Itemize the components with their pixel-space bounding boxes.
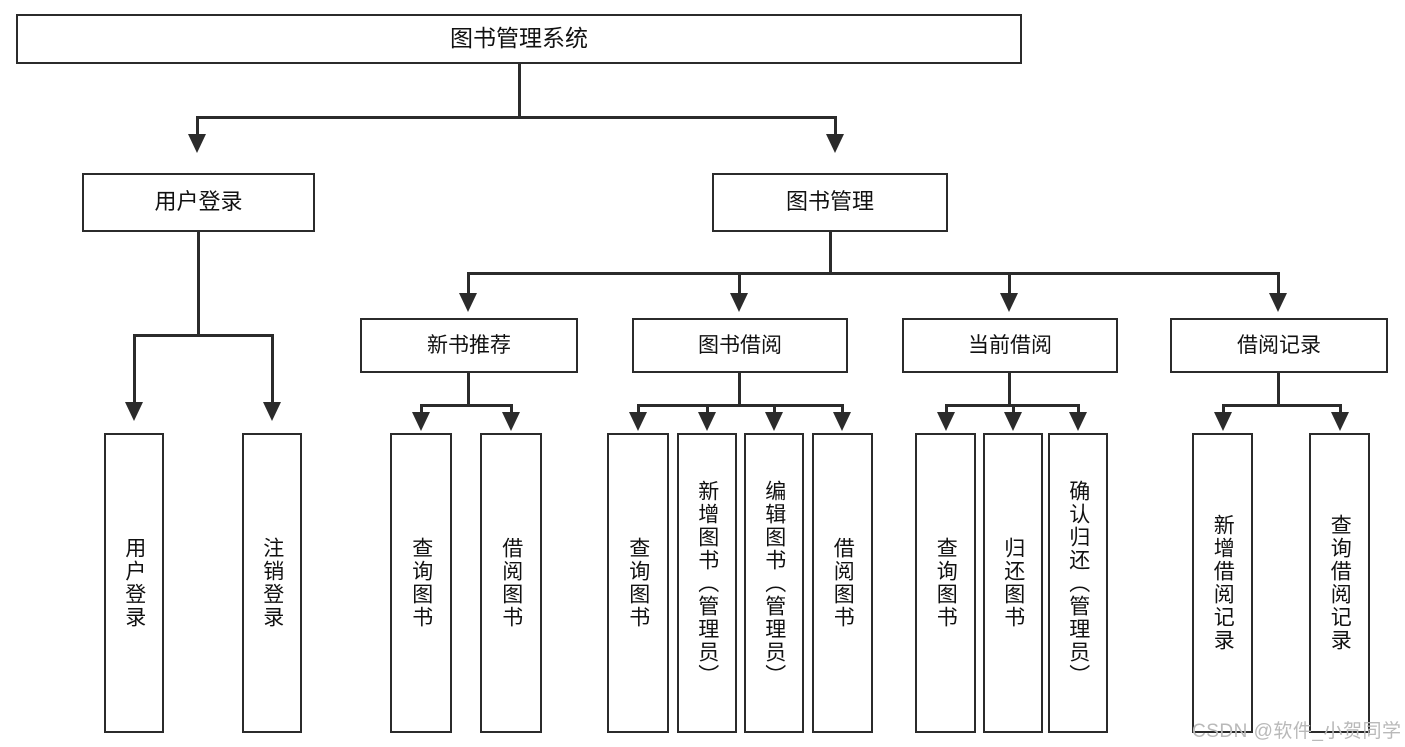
connector-to-book-management [834, 116, 837, 137]
arrowhead-to-user-login [188, 134, 206, 153]
arrowhead-to-book-management [826, 134, 844, 153]
node-book-borrow[interactable]: 图书借阅 [632, 318, 848, 373]
connector-root-stem [518, 64, 521, 116]
leaf-cb-confirm-return-admin[interactable]: 确认归还（管理员） [1048, 433, 1108, 733]
leaf-user-login[interactable]: 用户登录 [104, 433, 164, 733]
arrowhead-cb-leaf-3 [1069, 412, 1087, 431]
node-root-book-management-system[interactable]: 图书管理系统 [16, 14, 1022, 64]
connector-cb-drop-1 [945, 404, 948, 416]
node-current-borrow[interactable]: 当前借阅 [902, 318, 1118, 373]
leaf-label: 注销登录 [260, 537, 284, 629]
leaf-label: 用户登录 [122, 537, 146, 629]
arrowhead-cb-leaf-2 [1004, 412, 1022, 431]
node-user-login[interactable]: 用户登录 [82, 173, 315, 232]
leaf-label: 新增图书（管理员） [695, 479, 719, 687]
arrowhead-user-login-leaf-1 [125, 402, 143, 421]
node-label: 借阅记录 [1237, 333, 1321, 357]
connector-to-user-login [196, 116, 199, 137]
leaf-label: 归还图书 [1001, 537, 1025, 629]
arrowhead-cb-leaf-1 [937, 412, 955, 431]
arrowhead-to-new-book-recommend [459, 293, 477, 312]
connector-br-drop-2 [1339, 404, 1342, 416]
leaf-label: 确认归还（管理员） [1066, 479, 1090, 687]
leaf-nbr-borrow-book[interactable]: 借阅图书 [480, 433, 542, 733]
leaf-nbr-query-book[interactable]: 查询图书 [390, 433, 452, 733]
connector-nbr-drop-2 [510, 404, 513, 416]
leaf-bb-edit-book-admin[interactable]: 编辑图书（管理员） [744, 433, 804, 733]
connector-to-borrow-record [1277, 272, 1280, 296]
node-label: 新书推荐 [427, 333, 511, 357]
connector-user-login-drop-2 [271, 334, 274, 405]
leaf-label: 借阅图书 [499, 537, 523, 629]
connector-to-new-book-recommend [467, 272, 470, 296]
arrowhead-to-current-borrow [1000, 293, 1018, 312]
connector-borrow-record-bus [1223, 404, 1342, 407]
connector-bb-drop-4 [841, 404, 844, 416]
node-label: 用户登录 [154, 189, 243, 215]
connector-nbr-drop-1 [420, 404, 423, 416]
connector-user-login-bus [134, 334, 274, 337]
connector-cb-drop-3 [1077, 404, 1080, 416]
connector-bb-drop-2 [706, 404, 709, 416]
node-label: 图书管理系统 [450, 25, 588, 52]
connector-cb-drop-2 [1012, 404, 1015, 416]
arrowhead-br-leaf-2 [1331, 412, 1349, 431]
leaf-cb-return-book[interactable]: 归还图书 [983, 433, 1043, 733]
connector-borrow-record-stem [1277, 373, 1280, 406]
node-new-book-recommend[interactable]: 新书推荐 [360, 318, 578, 373]
connector-br-drop-1 [1222, 404, 1225, 416]
connector-to-current-borrow [1008, 272, 1011, 296]
connector-user-login-stem [197, 232, 200, 336]
arrowhead-nbr-leaf-1 [412, 412, 430, 431]
arrowhead-bb-leaf-3 [765, 412, 783, 431]
arrowhead-to-borrow-record [1269, 293, 1287, 312]
connector-bb-drop-1 [637, 404, 640, 416]
arrowhead-bb-leaf-2 [698, 412, 716, 431]
leaf-label: 新增借阅记录 [1211, 514, 1235, 652]
connector-book-management-stem [829, 232, 832, 274]
connector-new-book-recommend-bus [421, 404, 513, 407]
leaf-label: 查询图书 [626, 537, 650, 629]
node-label: 当前借阅 [968, 333, 1052, 357]
leaf-br-add-record[interactable]: 新增借阅记录 [1192, 433, 1253, 733]
leaf-bb-borrow-book[interactable]: 借阅图书 [812, 433, 873, 733]
arrowhead-nbr-leaf-2 [502, 412, 520, 431]
connector-level3-bus [468, 272, 1280, 275]
connector-book-borrow-bus [638, 404, 844, 407]
node-borrow-record[interactable]: 借阅记录 [1170, 318, 1388, 373]
connector-new-book-recommend-stem [467, 373, 470, 406]
leaf-br-query-record[interactable]: 查询借阅记录 [1309, 433, 1370, 733]
leaf-cb-query-book[interactable]: 查询图书 [915, 433, 976, 733]
connector-to-book-borrow [738, 272, 741, 296]
connector-level1-bus [197, 116, 837, 119]
leaf-label: 查询图书 [409, 537, 433, 629]
arrowhead-br-leaf-1 [1214, 412, 1232, 431]
connector-bb-drop-3 [773, 404, 776, 416]
leaf-bb-add-book-admin[interactable]: 新增图书（管理员） [677, 433, 737, 733]
leaf-logout[interactable]: 注销登录 [242, 433, 302, 733]
node-book-management[interactable]: 图书管理 [712, 173, 948, 232]
node-label: 图书借阅 [698, 333, 782, 357]
arrowhead-bb-leaf-4 [833, 412, 851, 431]
leaf-bb-query-book[interactable]: 查询图书 [607, 433, 669, 733]
arrowhead-to-book-borrow [730, 293, 748, 312]
leaf-label: 借阅图书 [831, 537, 855, 629]
node-label: 图书管理 [785, 189, 874, 215]
arrowhead-bb-leaf-1 [629, 412, 647, 431]
connector-user-login-drop-1 [133, 334, 136, 405]
leaf-label: 查询借阅记录 [1328, 514, 1352, 652]
connector-book-borrow-stem [738, 373, 741, 406]
leaf-label: 查询图书 [934, 537, 958, 629]
connector-current-borrow-stem [1008, 373, 1011, 406]
arrowhead-user-login-leaf-2 [263, 402, 281, 421]
leaf-label: 编辑图书（管理员） [762, 479, 786, 687]
